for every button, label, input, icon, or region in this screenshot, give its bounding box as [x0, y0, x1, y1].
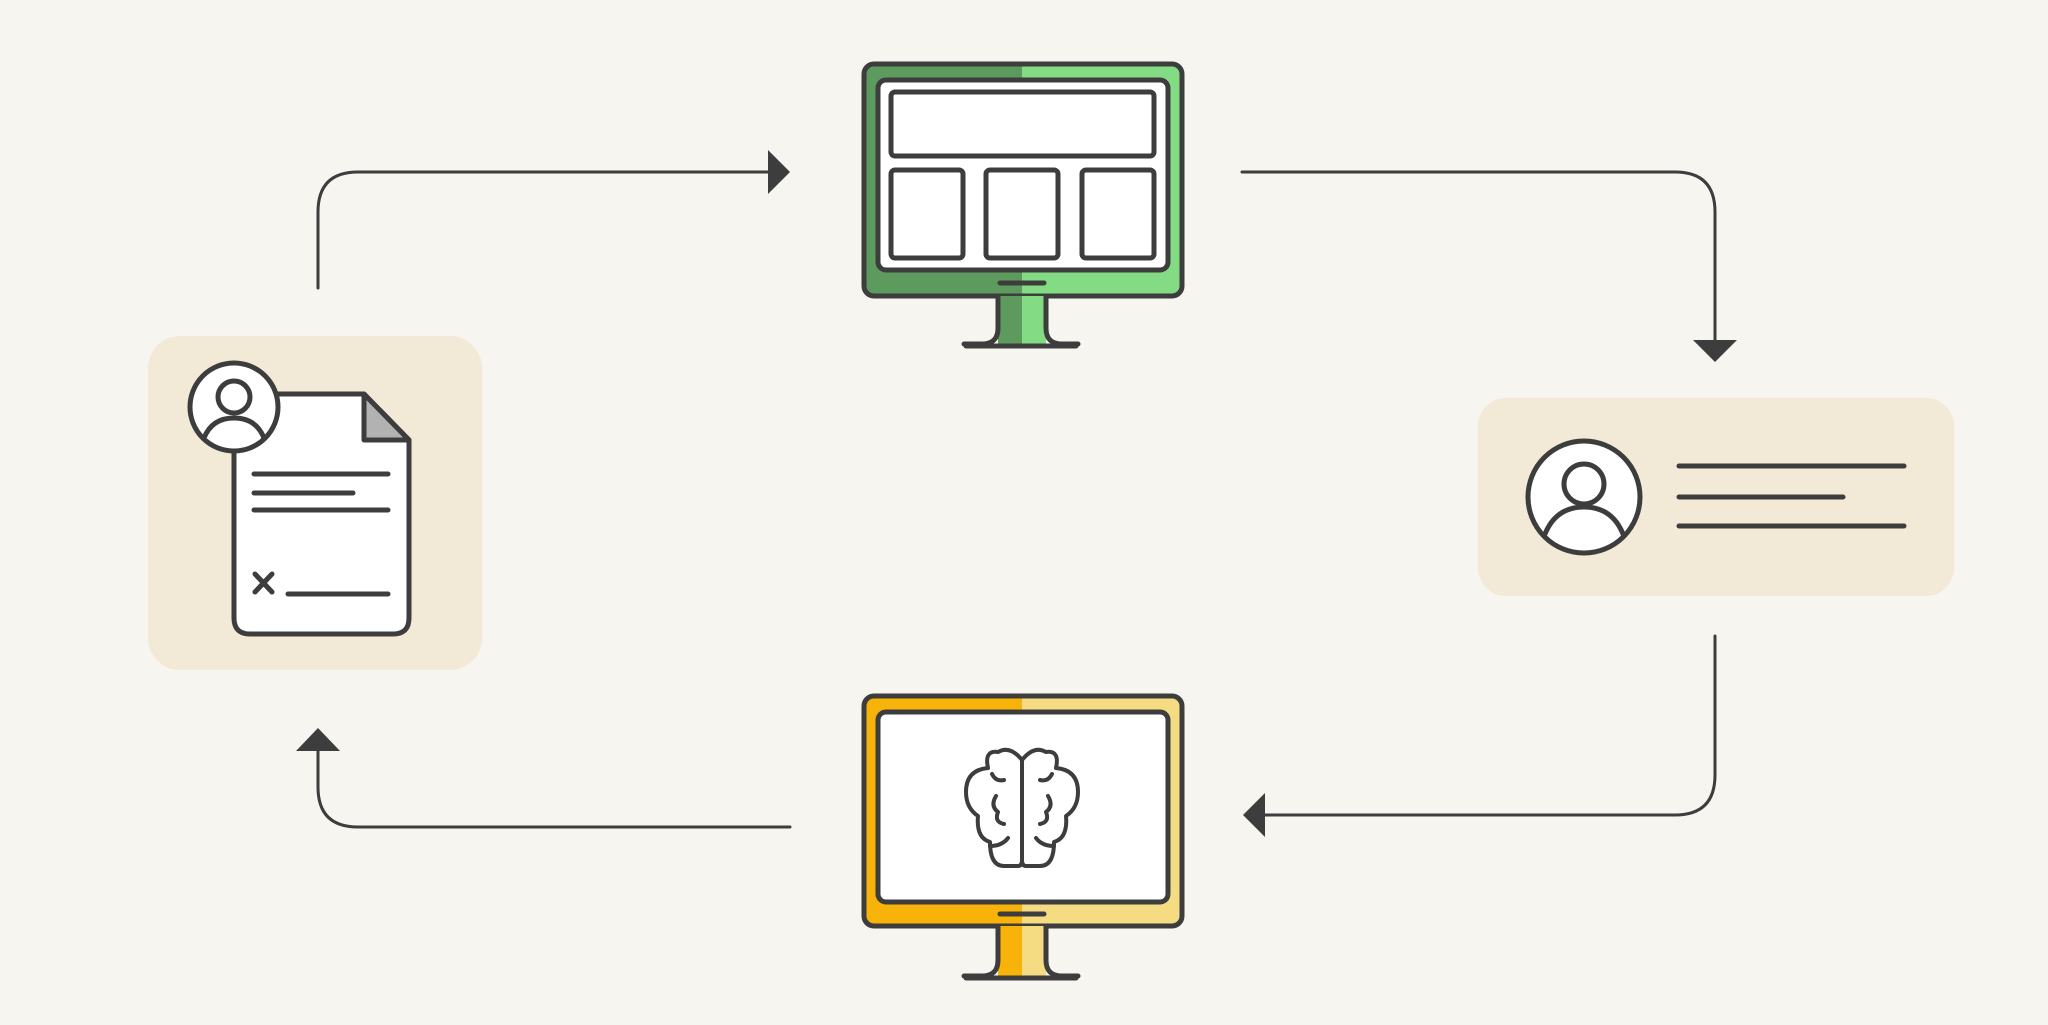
- node-form: [148, 336, 482, 670]
- arrow-ai-to-form: [316, 746, 792, 829]
- arrowhead-left: [1243, 793, 1265, 837]
- arrow-profile-to-ai: [1260, 634, 1717, 817]
- arrow-dashboard-to-profile: [1240, 170, 1717, 346]
- brain-icon: [964, 747, 1080, 868]
- arrow-form-to-dashboard: [316, 170, 774, 290]
- arrowhead-up: [296, 728, 340, 751]
- arrowheads: [296, 150, 1737, 837]
- monitor-brain-icon: [861, 693, 1185, 981]
- arrowhead-right: [768, 150, 790, 194]
- user-document-signature-icon: [187, 360, 412, 637]
- flow-arrows: [316, 170, 1717, 829]
- node-dashboard: [861, 61, 1185, 349]
- monitor-dashboard-icon: [861, 61, 1185, 349]
- user-profile-card-icon: [1525, 438, 1907, 556]
- arrowhead-down: [1693, 340, 1737, 362]
- node-ai: [861, 693, 1185, 981]
- node-profile: [1478, 398, 1954, 596]
